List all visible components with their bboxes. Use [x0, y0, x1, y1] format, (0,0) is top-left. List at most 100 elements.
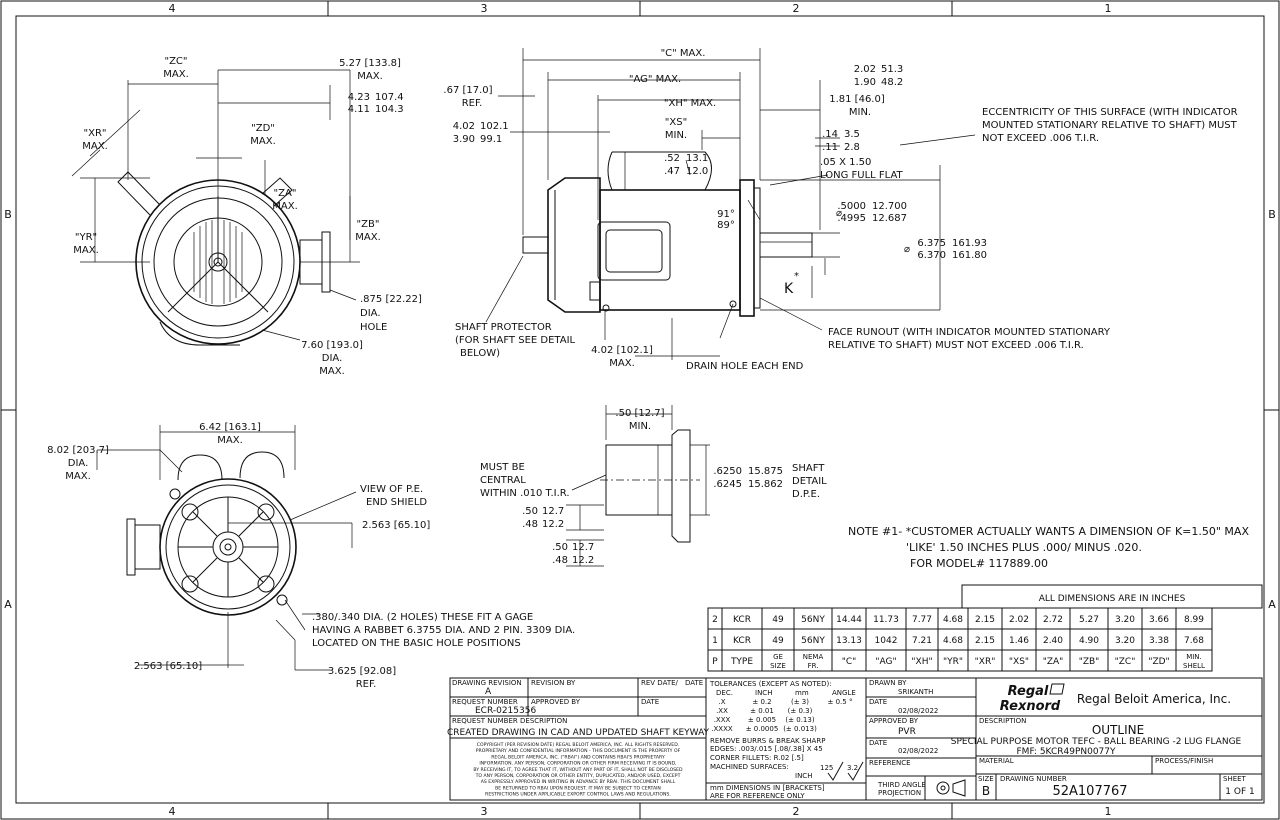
label-5000-mm: 12.700 — [872, 201, 907, 212]
table-header-cell: "ZA" — [1043, 657, 1064, 667]
label-view-1: VIEW OF P.E. — [360, 484, 423, 495]
label-760: 7.60 [193.0] — [301, 340, 363, 351]
rear-view: 6.42 [163.1] MAX. 8.02 [203.7] DIA. MAX.… — [47, 422, 575, 690]
table-cell: 3.66 — [1149, 615, 1169, 625]
label-d48a-mm: 12.2 — [542, 519, 564, 530]
table-header-cell: "AG" — [875, 657, 896, 667]
label-sd-3: D.P.E. — [792, 489, 820, 500]
label-52: .52 — [664, 153, 680, 164]
label-zc: "ZC" — [164, 56, 187, 67]
company-block: Regal Rexnord Regal Beloit America, Inc.… — [951, 683, 1262, 800]
table-cell: 2.72 — [1043, 615, 1063, 625]
side-view-drawing — [522, 151, 813, 317]
process-label: PROCESS/FINISH — [1155, 757, 1213, 765]
drawn-by-value: SRIKANTH — [898, 688, 933, 696]
zone-labels: 4 3 2 1 4 3 2 1 B A B A — [4, 2, 1276, 818]
table-header-cell: SHELL — [1183, 662, 1205, 670]
label-6370-mm: 161.80 — [952, 250, 987, 261]
table-header-cell: "XH" — [911, 657, 932, 667]
label-760-dia: DIA. — [322, 353, 343, 364]
rear-view-labels: 6.42 [163.1] MAX. 8.02 [203.7] DIA. MAX.… — [47, 422, 575, 690]
table-cell: KCR — [733, 615, 751, 625]
third-angle-projection-icon — [936, 779, 966, 797]
copyright-line: BY RECEIVING IT, TO AGREE THAT IT, WITHO… — [473, 767, 683, 773]
table-header-cell: GE — [773, 653, 783, 661]
approved-by-label: APPROVED BY — [531, 698, 581, 706]
label-yr: "YR" — [75, 232, 97, 243]
label-xh-max: "XH" MAX. — [664, 98, 716, 109]
description-title: OUTLINE — [1092, 723, 1144, 737]
label-sp-2: (FOR SHAFT SEE DETAIL — [455, 335, 576, 346]
label-zd: "ZD" — [251, 123, 275, 134]
table-cell: 14.44 — [836, 615, 862, 625]
tolerance-cell: (± 0.13) — [785, 716, 814, 724]
label-390-mm: 99.1 — [480, 134, 502, 145]
roughness-symbol-2 — [847, 761, 864, 781]
tolerance-cell: .XXX — [714, 716, 731, 724]
table-cell: 1 — [712, 636, 718, 646]
table-header-cell: "YR" — [943, 657, 963, 667]
label-190: 1.90 — [854, 77, 876, 88]
third-angle-2: PROJECTION — [878, 789, 921, 797]
rear-view-dimension-lines — [96, 425, 357, 671]
table-cell: 1042 — [875, 636, 898, 646]
label-875: .875 [22.22] — [360, 294, 422, 305]
tolerance-cell: (± 0.013) — [783, 725, 817, 733]
label-zb-max: MAX. — [355, 232, 381, 243]
note-line-1: NOTE #1- *CUSTOMER ACTUALLY WANTS A DIME… — [848, 525, 1249, 538]
rev-date-label: REV DATE/ — [641, 679, 679, 687]
table-cell: 13.13 — [836, 636, 862, 646]
table-cell: 8.99 — [1184, 615, 1204, 625]
label-190-mm: 48.2 — [881, 77, 903, 88]
table-cell: 2.02 — [1009, 615, 1029, 625]
label-802-max: MAX. — [65, 471, 91, 482]
note-block: NOTE #1- *CUSTOMER ACTUALLY WANTS A DIME… — [848, 525, 1249, 570]
label-402b-max: MAX. — [609, 358, 635, 369]
label-d50b-mm: 12.7 — [572, 542, 594, 553]
roughness-125: 125 — [820, 764, 833, 772]
table-cell: 5.27 — [1079, 615, 1099, 625]
label-sd-2: DETAIL — [792, 476, 827, 487]
label-key-flat: LONG FULL FLAT — [820, 170, 904, 181]
label-47-mm: 12.0 — [686, 166, 708, 177]
logo-text-top: Regal — [1008, 684, 1049, 699]
roughness-32: 3.2 — [847, 764, 858, 772]
label-423: 4.23 — [348, 92, 370, 103]
phi-6375: ⌀ — [904, 244, 910, 255]
label-202-mm: 51.3 — [881, 64, 903, 75]
table-header-cell: "ZB" — [1079, 657, 1100, 667]
machined-note: MACHINED SURFACES: — [710, 763, 789, 771]
label-sp-1: SHAFT PROTECTOR — [455, 322, 552, 333]
label-ecc-3: NOT EXCEED .006 T.I.R. — [982, 133, 1099, 144]
tolerance-label: TOLERANCES (EXCEPT AS NOTED): — [709, 680, 832, 688]
tolerance-cell: (± 3) — [791, 698, 809, 706]
zone-bottom-2: 2 — [793, 805, 800, 818]
table-header-cell: "XR" — [975, 657, 996, 667]
table-header-cell: "ZD" — [1148, 657, 1169, 667]
label-4995-mm: 12.687 — [872, 213, 907, 224]
label-11: .11 — [822, 142, 838, 153]
label-802: 8.02 [203.7] — [47, 445, 109, 456]
table-header-cell: FR. — [808, 662, 819, 670]
table-header-cell: NEMA — [803, 653, 824, 661]
zone-bottom-3: 3 — [481, 805, 488, 818]
label-6370: 6.370 — [917, 250, 946, 261]
zone-top-3: 3 — [481, 2, 488, 15]
drawing-number-label: DRAWING NUMBER — [1000, 775, 1067, 783]
label-67: .67 [17.0] — [443, 85, 492, 96]
table-cell: 4.90 — [1079, 636, 1099, 646]
date2-label: DATE — [641, 698, 659, 706]
label-875-hole: HOLE — [360, 322, 387, 333]
label-ecc-1: ECCENTRICITY OF THIS SURFACE (WITH INDIC… — [982, 107, 1238, 118]
table-cell: KCR — [733, 636, 751, 646]
mm-note-2: ARE FOR REFERENCE ONLY — [710, 792, 805, 800]
label-91: 91° — [717, 209, 735, 220]
copyright-line: REGAL BELOIT AMERICA, INC. ("RBAI") AND … — [491, 754, 665, 760]
label-must-2: CENTRAL — [480, 475, 526, 486]
copyright-line: AS EXPRESSLY APPROVED IN WRITING IN ADVA… — [481, 779, 676, 785]
label-3625: 3.625 [92.08] — [328, 666, 396, 677]
table-cell: 2 — [712, 615, 718, 625]
label-ag-max: "AG" MAX. — [629, 74, 681, 85]
table-cell: 4.68 — [943, 636, 963, 646]
company-name: Regal Beloit America, Inc. — [1077, 692, 1231, 706]
